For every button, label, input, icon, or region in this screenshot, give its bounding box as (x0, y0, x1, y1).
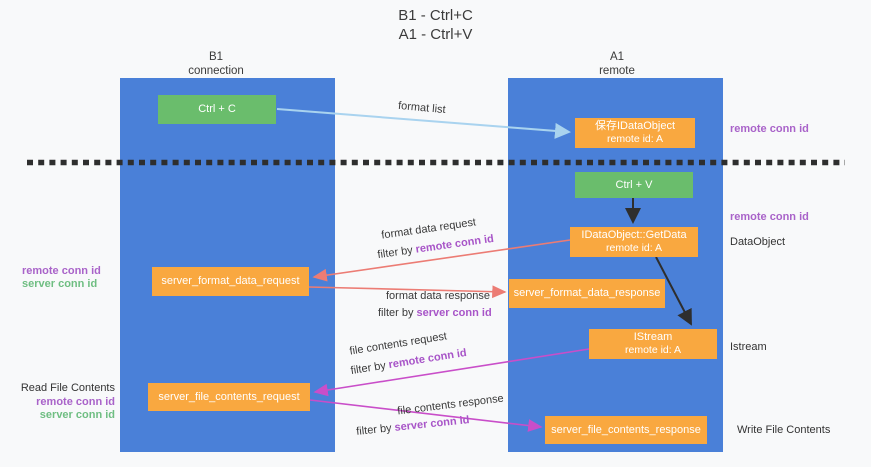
idataobject-getdata-box: IDataObject::GetData remote id: A (570, 227, 698, 257)
save-dataobject-line2: remote id: A (606, 133, 664, 145)
filter-prefix: filter by (355, 422, 393, 438)
idataobject-getdata-line1: IDataObject::GetData (581, 229, 687, 241)
filter-prefix: filter by (378, 307, 414, 319)
ctrl-v-box: Ctrl + V (575, 172, 693, 198)
server-format-data-request-label: server_format_data_request (161, 275, 300, 287)
right-remote-conn-id-top-label: remote conn id (730, 123, 809, 135)
istream-box: IStream remote id: A (589, 329, 717, 359)
save-dataobject-box: 保存IDataObject remote id: A (575, 118, 695, 148)
ctrl-c-box: Ctrl + C (158, 95, 276, 124)
file-contents-response-label: file contents response (396, 392, 505, 418)
server-file-contents-request-label: server_file_contents_request (158, 390, 300, 403)
server-file-contents-request-box: server_file_contents_request (148, 383, 310, 411)
server-format-data-request-box: server_format_data_request (152, 267, 309, 296)
left-column-subtitle: connection (188, 65, 244, 77)
server-file-contents-response-label: server_file_contents_response (551, 423, 701, 436)
right-column-header: A1 remote (517, 50, 717, 78)
server-format-data-response-box: server_format_data_response (509, 279, 665, 308)
dataobject-label: DataObject (730, 236, 786, 248)
right-remote-conn-id-mid-label: remote conn id (730, 211, 809, 223)
filter-value: remote conn id (414, 232, 495, 256)
save-dataobject-line1: 保存IDataObject (594, 120, 676, 132)
diagram-title-line1: B1 - Ctrl+C (398, 7, 473, 24)
istream-line1: IStream (633, 331, 673, 343)
ctrl-c-label: Ctrl + C (198, 103, 236, 115)
server-file-contents-response-box: server_file_contents_response (545, 416, 707, 444)
ctrl-v-label: Ctrl + V (615, 178, 653, 191)
format-data-response-label: format data response (386, 290, 490, 302)
read-file-contents-block: Read File Contents remote conn id server… (8, 382, 115, 423)
filter-value: server conn id (416, 307, 492, 319)
left-conn-id-block: remote conn id server conn id (22, 265, 101, 291)
right-column-name: A1 (609, 51, 625, 63)
left-column-name: B1 (208, 51, 224, 63)
filter-prefix: filter by (349, 359, 387, 378)
filter-value: server conn id (393, 414, 470, 434)
filter-prefix: filter by (376, 244, 414, 262)
left-server-conn-id-bottom-label: server conn id (39, 409, 115, 421)
istream-side-label: Istream (730, 341, 767, 353)
left-remote-conn-id-top-label: remote conn id (22, 265, 101, 277)
diagram-title-line2: A1 - Ctrl+V (398, 26, 473, 43)
write-file-contents-label: Write File Contents (737, 424, 831, 436)
read-file-contents-label: Read File Contents (20, 382, 115, 394)
istream-line2: remote id: A (624, 344, 682, 356)
idataobject-getdata-line2: remote id: A (605, 242, 663, 254)
format-list-label: format list (397, 99, 447, 117)
right-column-subtitle: remote (599, 65, 635, 77)
filter-value: remote conn id (387, 346, 468, 372)
left-column-header: B1 connection (116, 50, 316, 78)
left-remote-conn-id-bottom-label: remote conn id (36, 395, 115, 408)
left-server-conn-id-top-label: server conn id (22, 278, 98, 290)
diagram-title: B1 - Ctrl+C A1 - Ctrl+V (0, 6, 871, 44)
server-format-data-response-label: server_format_data_response (513, 287, 661, 299)
